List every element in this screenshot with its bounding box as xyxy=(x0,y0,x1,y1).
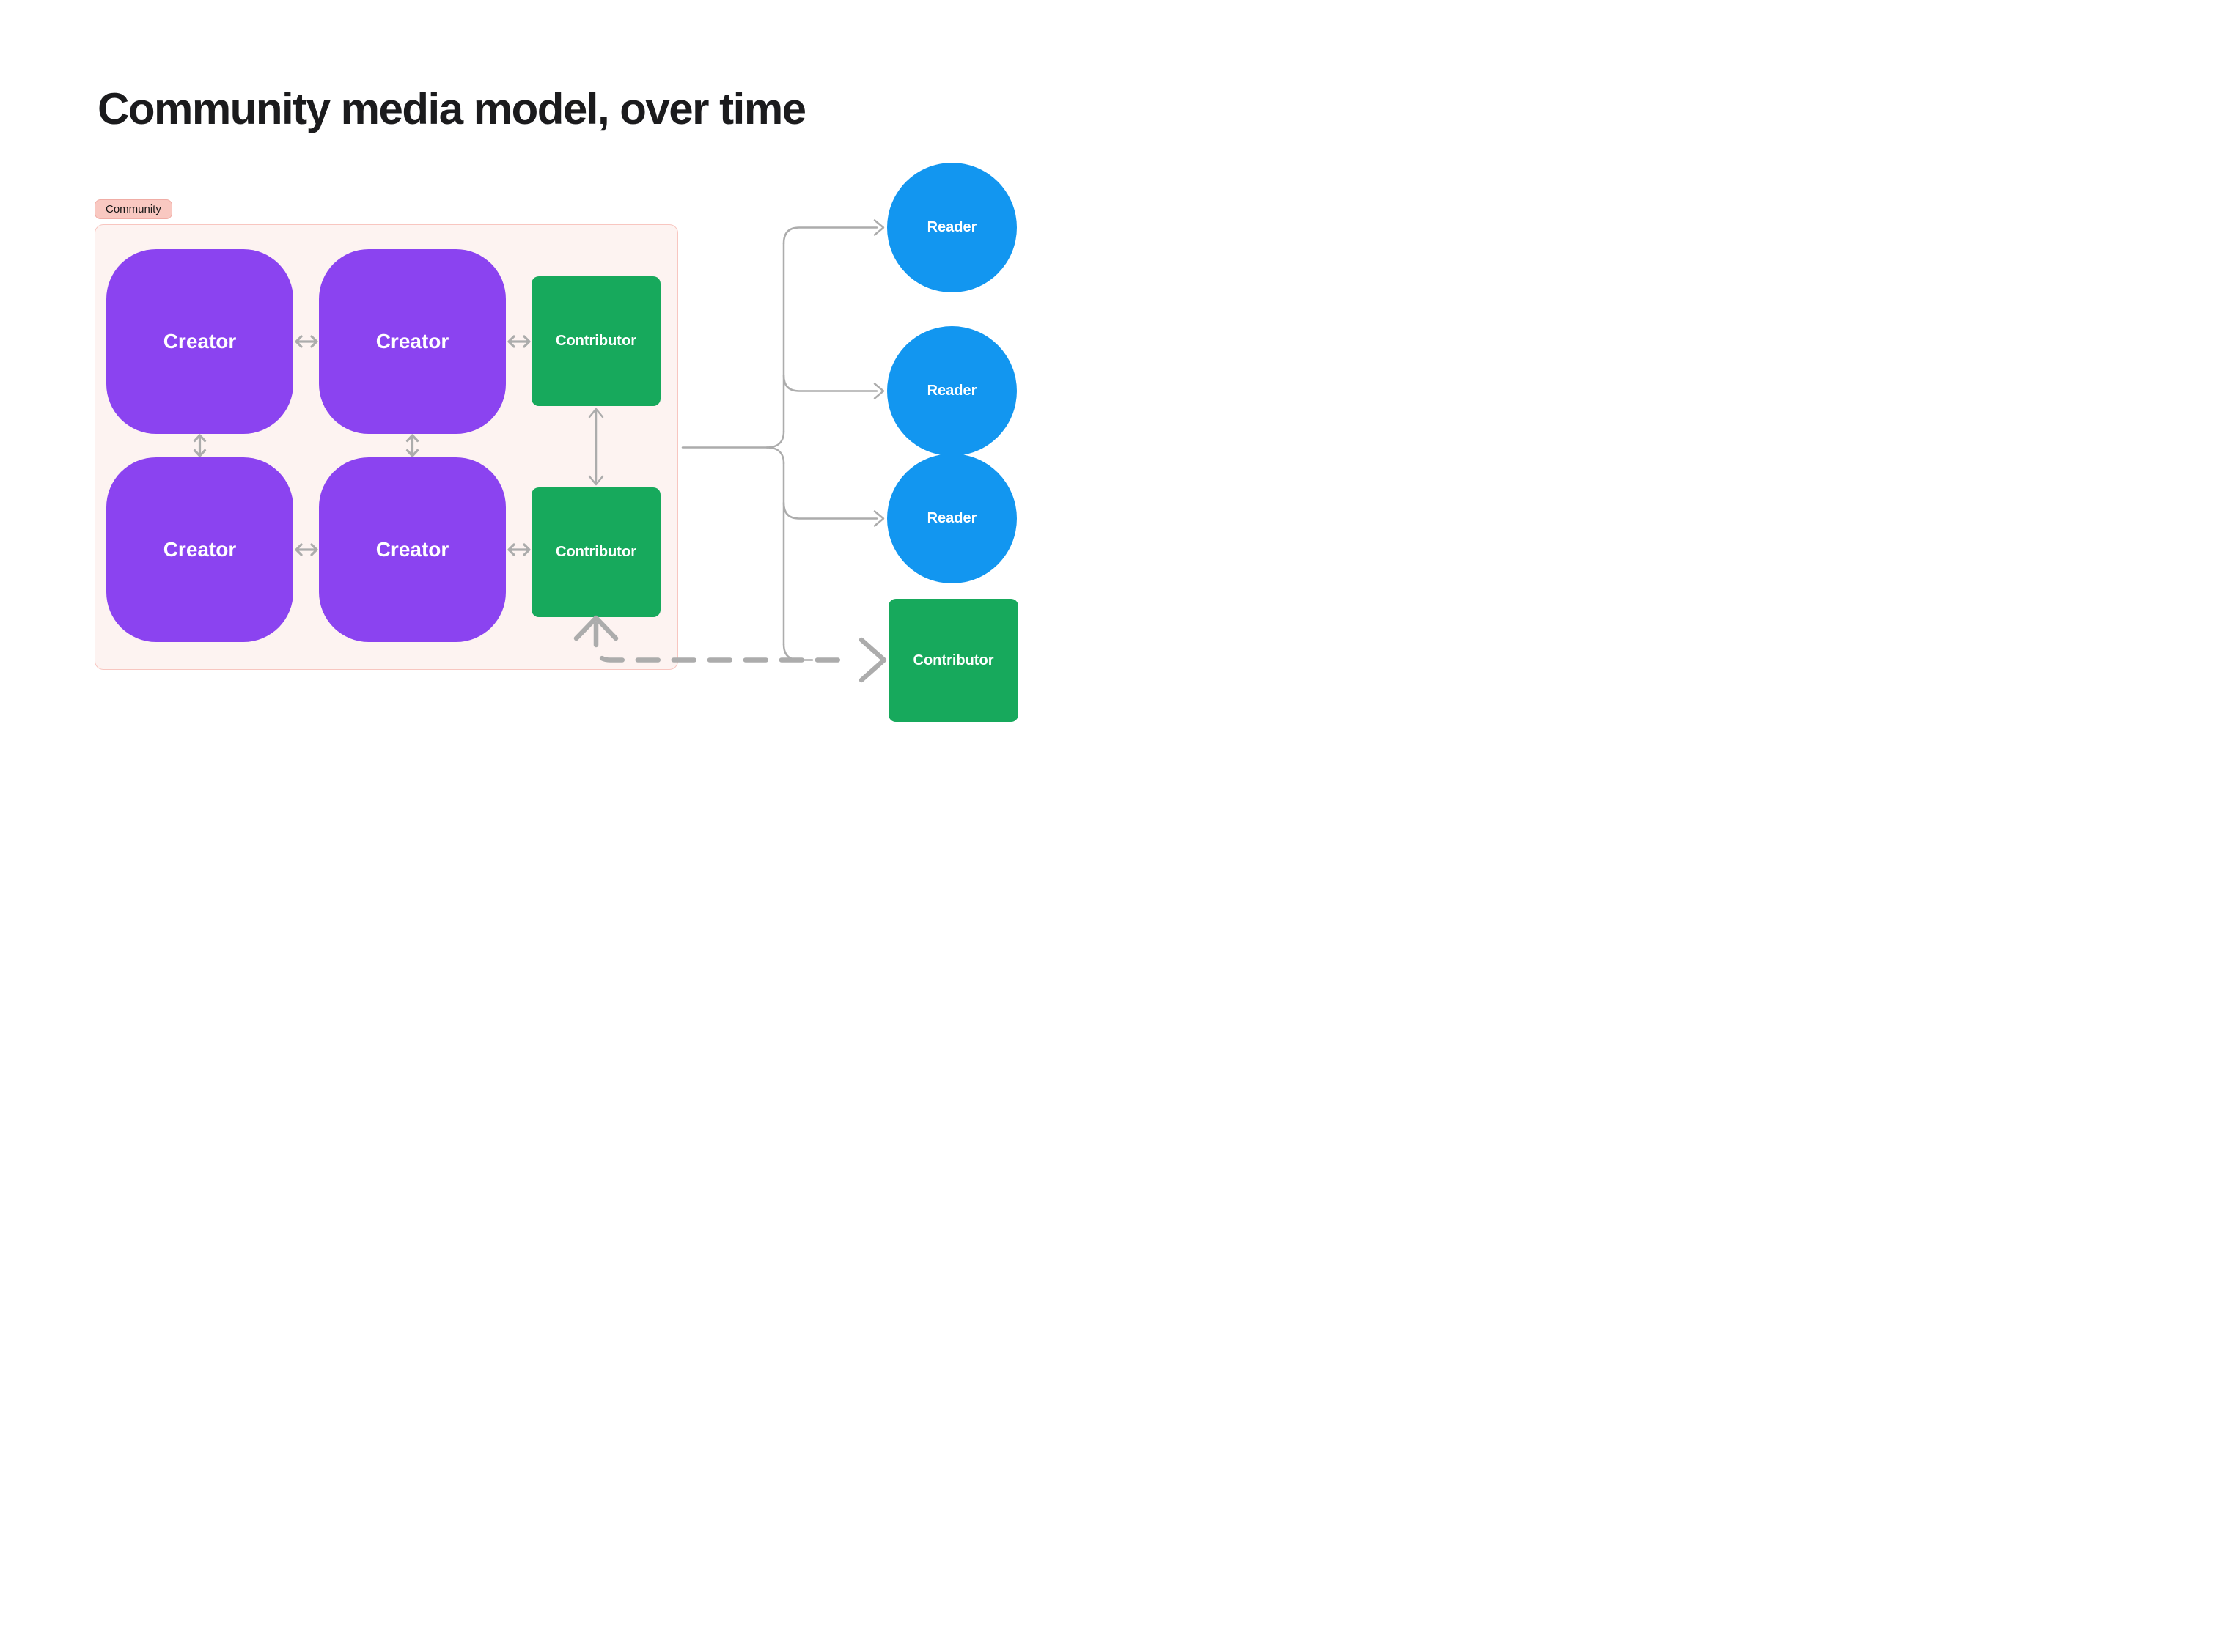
branch-to-reader-3 xyxy=(782,501,878,520)
reader-node-3: Reader xyxy=(887,454,1017,583)
page-title: Community media model, over time xyxy=(98,84,806,133)
branch-to-external-contributor xyxy=(782,643,814,661)
reader-arrowhead-1 xyxy=(873,219,885,236)
external-contributor-node: Contributor xyxy=(889,599,1018,722)
branch-to-reader-1 xyxy=(782,226,878,245)
creator-node-3: Creator xyxy=(106,457,293,642)
reader-arrowhead-2 xyxy=(873,383,885,399)
reader-arrowhead-3 xyxy=(873,510,885,527)
creator-node-1: Creator xyxy=(106,249,293,434)
migration-right-arrowhead xyxy=(859,637,887,683)
reader-node-2: Reader xyxy=(887,326,1017,456)
reader-node-1: Reader xyxy=(887,163,1017,292)
contributor-node-2: Contributor xyxy=(532,487,661,617)
creator-node-4: Creator xyxy=(319,457,506,642)
diagram-canvas: Community media model, over time Communi… xyxy=(0,0,1108,826)
junction-curve-up xyxy=(765,430,785,449)
branch-to-reader-2 xyxy=(782,374,878,392)
community-badge: Community xyxy=(95,199,172,219)
contributor-node-1: Contributor xyxy=(532,276,661,406)
creator-node-2: Creator xyxy=(319,249,506,434)
junction-curve-down xyxy=(765,446,785,465)
